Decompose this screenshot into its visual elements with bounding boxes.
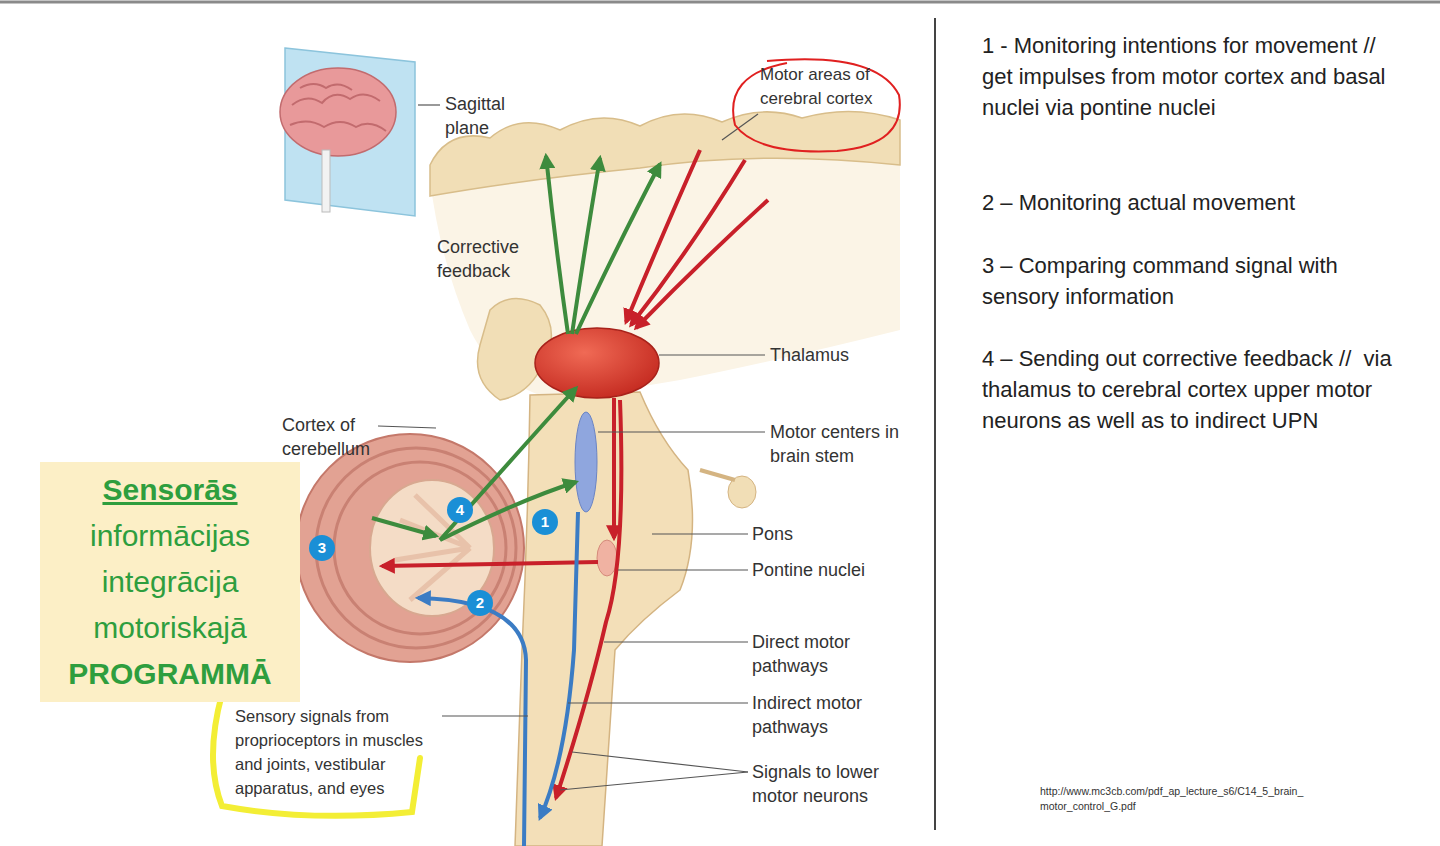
part-label: Corrective feedback: [437, 235, 547, 283]
pontine-to-cerebellum-arrow: [382, 562, 598, 566]
leader-lines: [378, 114, 765, 790]
top-rule: [0, 1, 1440, 4]
annotation-keyword: PROGRAMMĀ: [68, 651, 271, 697]
motor-center-shape: [575, 412, 597, 512]
leader-line: [598, 431, 765, 432]
step-description: 1 - Monitoring intentions for movement /…: [982, 30, 1392, 123]
callout-number: 1: [532, 509, 558, 535]
feedback-pathways: [372, 156, 660, 540]
step-description: 4 – Sending out corrective feedback // v…: [982, 343, 1392, 436]
pontine-nuclei-shape: [597, 540, 617, 576]
brain-stem-icon: [322, 150, 330, 212]
part-label: Pons: [752, 522, 852, 546]
to-pontine-arrow: [612, 398, 616, 538]
cortex-to-thalamus-arrow: [626, 150, 700, 322]
part-label: Motor centers in brain stem: [770, 420, 920, 468]
annotation-box: Sensorāsinformācijas integrācija motoris…: [40, 462, 300, 702]
cerebellum-to-brainstem-arrow: [440, 482, 576, 540]
leader-line: [722, 114, 758, 140]
feedback-arrow: [546, 156, 568, 334]
leader-line: [568, 702, 748, 703]
leader-line: [572, 752, 748, 772]
part-label: Cortex of cerebellum: [282, 413, 397, 461]
leader-line: [652, 533, 748, 534]
part-label: Signals to lower motor neurons: [752, 760, 912, 808]
leader-line: [418, 104, 440, 105]
annotation-keyword: Sensorās: [102, 467, 237, 513]
leader-line: [604, 641, 748, 642]
cerebellum-to-thalamus-arrow: [440, 388, 576, 540]
step-description: 3 – Comparing command signal with sensor…: [982, 250, 1392, 312]
feedback-arrow: [576, 164, 660, 334]
source-url: http://www.mc3cb.com/pdf_ap_lecture_s6/C…: [1040, 784, 1310, 814]
leader-line: [560, 772, 748, 790]
comparison-arrow: [372, 518, 436, 536]
brain-interior: [430, 150, 900, 400]
part-label: Indirect motor pathways: [752, 691, 892, 739]
callout-number: 2: [467, 590, 493, 616]
annotation-body: informācijas integrācija motoriskajā: [80, 513, 260, 651]
part-label: Sagittal plane: [445, 92, 535, 140]
cerebellum-folia: [334, 462, 506, 634]
leader-line: [659, 354, 765, 355]
sensory-pathways: [418, 512, 578, 846]
callout-number: 3: [309, 535, 335, 561]
direct-pathway-arrow: [556, 400, 621, 798]
command-pathways: [382, 150, 768, 798]
step-description: 2 – Monitoring actual movement: [982, 187, 1392, 218]
column-divider: [934, 18, 936, 830]
part-label: Pontine nuclei: [752, 558, 912, 582]
sensory-arrow: [418, 598, 526, 846]
highlight-ellipse: Motor areas of cerebral cortex: [727, 55, 905, 155]
part-label: Direct motor pathways: [752, 630, 882, 678]
cortex-to-thalamus-arrow: [636, 200, 768, 328]
leader-line: [378, 426, 436, 428]
ellipse-stroke: [733, 59, 900, 151]
brain-stem: [515, 392, 693, 846]
brain-icon: [280, 68, 396, 156]
pituitary-stalk: [700, 470, 735, 480]
cerebellum-folia: [316, 448, 516, 648]
cerebral-cortex-band: [430, 111, 900, 196]
part-label: Thalamus: [770, 343, 890, 367]
brain-gyri: [290, 84, 386, 131]
feedback-arrow: [572, 158, 600, 334]
cerebellum: [296, 434, 524, 662]
thalamus-shape: [535, 328, 659, 398]
callout-number: 4: [447, 497, 473, 523]
sensory-note: Sensory signals from proprioceptors in m…: [235, 704, 450, 800]
node-label: Motor areas of cerebral cortex: [760, 63, 900, 111]
leader-line: [618, 569, 748, 570]
indirect-pathway-arrow: [540, 512, 578, 818]
leader-line: [442, 715, 528, 716]
